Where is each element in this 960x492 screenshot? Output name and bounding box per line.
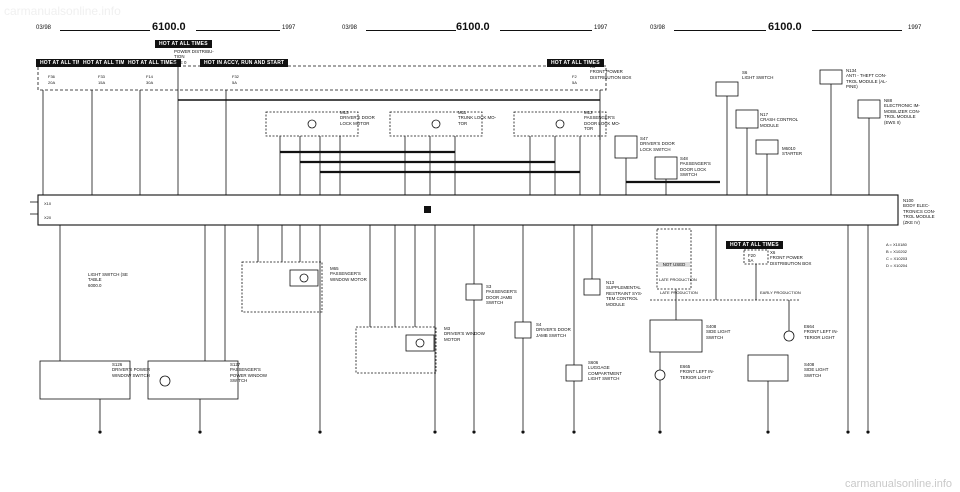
fuse-amp: 5A	[572, 80, 577, 85]
header-year: 1997	[594, 25, 608, 31]
fuse-label: F32	[232, 74, 239, 79]
n13-label: N13 SUPPLEMENTAL RESTRAINT SYS- TEM CONT…	[606, 280, 643, 307]
fuse-box-outline	[37, 65, 607, 91]
page-header-2: 03/98 6100.0 1997	[342, 21, 612, 34]
legend-item: C = X10203	[886, 256, 908, 261]
footer-watermark: carmanualsonline.info	[844, 478, 952, 490]
legend-item: D = X10204	[886, 263, 908, 268]
s606-label: S606 LUGGAGE COMPARTMENT LIGHT SWITCH	[588, 360, 622, 382]
x6-right-label: X6 FRONT POWER DISTRIBUTION BOX	[770, 250, 812, 266]
header-page-number: 6100.0	[152, 21, 186, 33]
n88-label: N88 ELECTRONIC IM- MOBILIZER CON- TROL M…	[884, 98, 921, 125]
hot-label: HOT AT ALL TIMES	[79, 59, 136, 67]
module-code: X10	[44, 201, 52, 206]
s408-right-label: S408 SIDE LIGHT SWITCH	[804, 362, 829, 378]
n100-label: N100 BODY ELEC- TRONICS CON- TROL MODULE…	[903, 198, 936, 225]
s126-label: S126 DRIVER'S POWER WINDOW SWITCH	[112, 362, 151, 378]
power-distribution-label: POWER DISTRIBU- TION SEE 0	[174, 49, 214, 65]
m3-label: M3 DRIVER'S WINDOW MOTOR	[444, 326, 485, 342]
early-production-label: EARLY PRODUCTION	[760, 290, 801, 295]
s3-label: S3 PASSENGER'S DOOR JAMB SWITCH	[486, 284, 517, 306]
fuse-right-label: F20 5A	[748, 253, 756, 264]
legend-item: A = X10180	[886, 242, 907, 247]
m65-label: M65 PASSENGER'S WINDOW MOTOR	[330, 266, 367, 282]
fuse-amp: 5A	[232, 80, 237, 85]
header-rule	[60, 30, 150, 31]
s127-label: S127 PASSENGER'S POWER WINDOW SWITCH	[230, 362, 268, 384]
hot-label: HOT IN ACCY, RUN AND START	[200, 59, 289, 67]
hot-label: HOT AT ALL TIMES	[726, 241, 783, 249]
m6010-label: M6010 STARTER	[782, 146, 803, 157]
s47-label: S47 DRIVER'S DOOR LOCK SWITCH	[640, 136, 675, 152]
m12-label: M12 PASSENGER'S DOOR LOCK MO- TOR	[584, 110, 621, 132]
header-year: 1997	[282, 25, 296, 31]
fuse-label: F14	[146, 74, 153, 79]
fuse-label: F2	[572, 74, 577, 79]
fuse-label: F36	[48, 74, 55, 79]
hot-label: HOT AT ALL TIMES	[36, 59, 93, 67]
header-page-number: 6100.0	[768, 21, 802, 33]
page-header-3: 03/98 6100.0 1997	[650, 21, 922, 34]
header-rule	[812, 30, 902, 31]
header-year: 1997	[908, 25, 922, 31]
fuse-amp: 15A	[98, 80, 106, 85]
header-page-number: 6100.0	[456, 21, 490, 33]
fuse-amp: 30A	[146, 80, 154, 85]
header-date: 03/98	[342, 25, 358, 31]
header-rule	[366, 30, 456, 31]
header-date: 03/98	[36, 25, 52, 31]
fuse-label: F33	[98, 74, 105, 79]
header-rule	[196, 30, 280, 31]
m13-label: M13 DRIVER'S DOOR LOCK MOTOR	[340, 110, 375, 126]
header-rule	[674, 30, 766, 31]
s6-label: S6 LIGHT SWITCH	[742, 70, 774, 81]
s4-label: S4 DRIVER'S DOOR JAMB SWITCH	[536, 322, 571, 338]
header-date: 03/98	[650, 25, 666, 31]
late-production-label: LATE PRODUCTION	[660, 290, 698, 295]
n17-label: N17 CRASH CONTROL MODULE	[760, 112, 799, 128]
late-production-box-label: LATE PRODUCTION	[659, 277, 697, 282]
hot-label: HOT AT ALL TIMES	[547, 59, 604, 67]
watermark: carmanualsonline.info	[4, 4, 121, 18]
n134-label: N134 ANTI - THEFT CON- TROL MODULE (AL- …	[846, 68, 888, 90]
legend-item: B = X10202	[886, 249, 908, 254]
module-code: X20	[44, 215, 52, 220]
front-power-distribution-label: X6 FRONT POWER DISTRIBUTION BOX	[590, 64, 632, 80]
not-used-label: NOT USED	[658, 262, 690, 267]
light-switch-ref-label: LIGHT SWITCH (SE TABLE 6000.0	[88, 272, 128, 288]
hot-label: HOT AT ALL TIMES	[155, 40, 212, 48]
body-module-outline	[37, 194, 899, 226]
page-header-1: 03/98 6100.0 1997	[36, 21, 298, 34]
e664-label: E664 FRONT LEFT IN- TERIOR LIGHT	[804, 324, 838, 340]
m11-label: M11 TRUNK LOCK MO- TOR	[458, 110, 497, 126]
e665-label: E665 FRONT LEFT IN- TERIOR LIGHT	[680, 364, 714, 380]
header-rule	[500, 30, 592, 31]
hot-label: HOT AT ALL TIMES	[124, 59, 181, 67]
s48-label: S48 PASSENGER'S DOOR LOCK SWITCH	[680, 156, 711, 178]
fuse-amp: 20A	[48, 80, 56, 85]
s408-left-label: S408 SIDE LIGHT SWITCH	[706, 324, 731, 340]
